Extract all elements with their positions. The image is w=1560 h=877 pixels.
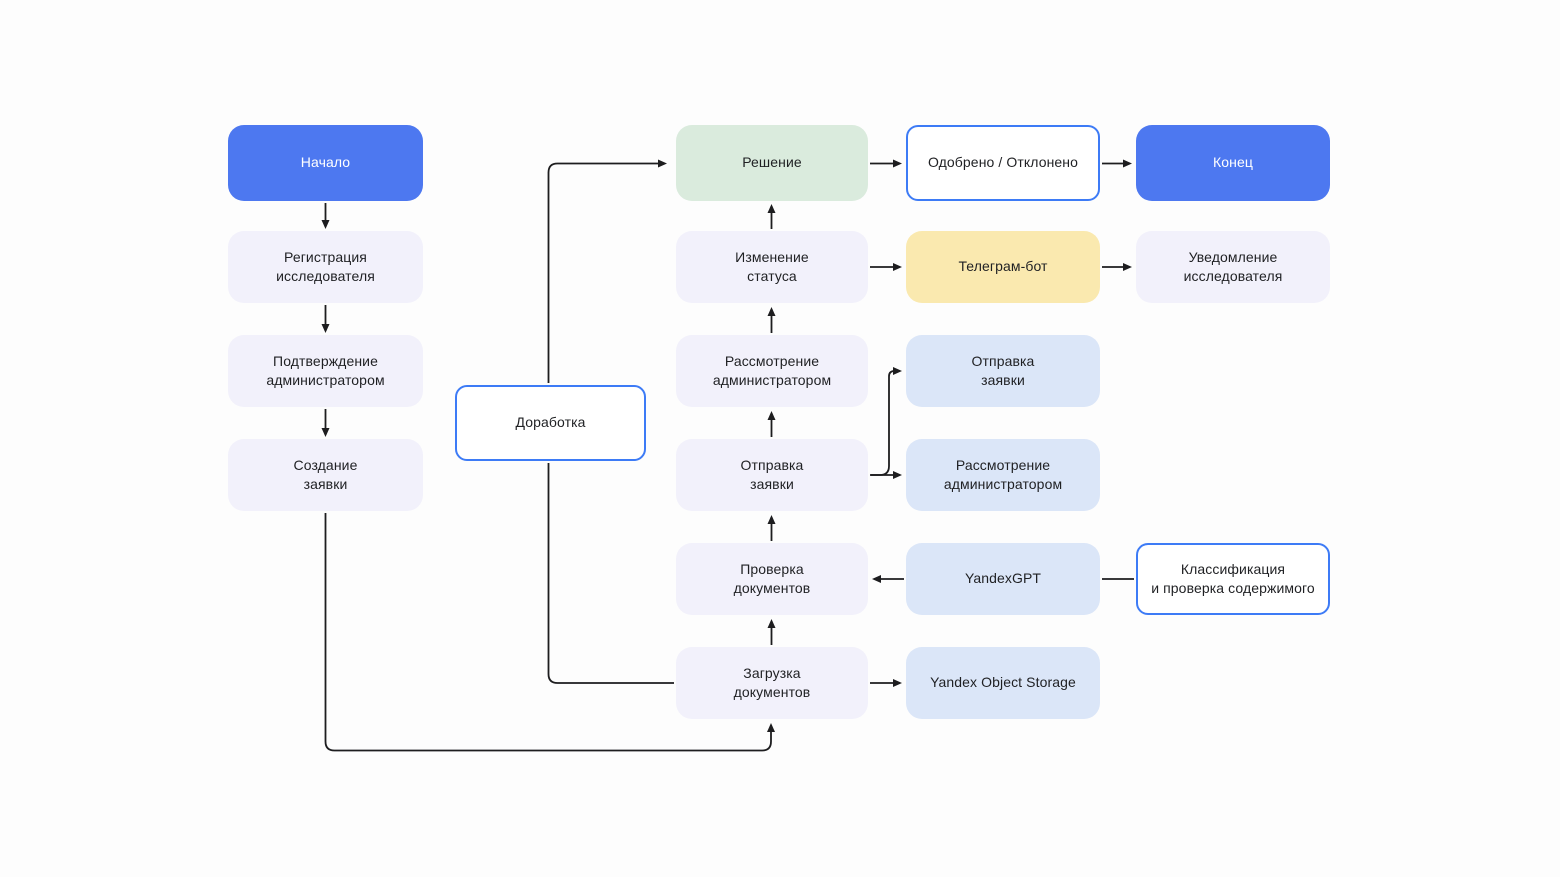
- node-izmenenie-statusa: Изменение статуса: [676, 231, 868, 303]
- edge-zagruzka-to-dorabotka: [547, 463, 674, 684]
- node-label: Отправка заявки: [971, 352, 1035, 388]
- node-registratsiya-issledovatelya: Регистрация исследователя: [228, 231, 423, 303]
- node-sozdanie-zayavki: Создание заявки: [228, 439, 423, 511]
- node-label: Рассмотрение администратором: [943, 456, 1063, 492]
- node-label: Телеграм-бот: [958, 258, 1048, 275]
- node-label: Регистрация исследователя: [276, 248, 375, 284]
- node-label: Начало: [300, 154, 351, 171]
- node-label: Yandex Object Storage: [930, 674, 1076, 691]
- node-klassifikatsiya-i-proverka: Классификация и проверка содержимого: [1136, 543, 1330, 615]
- node-label: Изменение статуса: [735, 248, 809, 284]
- node-label: Решение: [742, 154, 802, 171]
- node-zagruzka-dokumentov: Загрузка документов: [676, 647, 868, 719]
- node-yandex-object-storage: Yandex Object Storage: [906, 647, 1100, 719]
- node-rassmotrenie-administratorom: Рассмотрение администратором: [676, 335, 868, 407]
- node-label: Рассмотрение администратором: [712, 352, 832, 388]
- node-label: Создание заявки: [293, 456, 358, 492]
- node-label: Доработка: [515, 414, 586, 431]
- node-proverka-dokumentov: Проверка документов: [676, 543, 868, 615]
- node-label: Отправка заявки: [740, 456, 804, 492]
- edge-otpravka-to-otpravka-status: [871, 367, 902, 476]
- node-label: Подтверждение администратором: [266, 352, 385, 388]
- edge-dorabotka-to-reshenie: [547, 159, 667, 383]
- node-rassmotrenie-administratorom-status: Рассмотрение администратором: [906, 439, 1100, 511]
- node-label: YandexGPT: [964, 570, 1042, 587]
- node-otpravka-zayavki-status: Отправка заявки: [906, 335, 1100, 407]
- node-label: Загрузка документов: [733, 664, 811, 700]
- node-telegram-bot: Телеграм-бот: [906, 231, 1100, 303]
- node-nachalo: Начало: [228, 125, 423, 201]
- node-label: Одобрено / Отклонено: [927, 154, 1079, 171]
- node-yandexgpt: YandexGPT: [906, 543, 1100, 615]
- node-konets: Конец: [1136, 125, 1330, 201]
- node-label: Уведомление исследователя: [1183, 248, 1283, 284]
- node-label: Проверка документов: [733, 560, 811, 596]
- node-otpravka-zayavki: Отправка заявки: [676, 439, 868, 511]
- node-odobreno-otkloneno: Одобрено / Отклонено: [906, 125, 1100, 201]
- node-label: Классификация и проверка содержимого: [1151, 560, 1315, 596]
- node-label: Конец: [1213, 154, 1253, 171]
- node-podtverzhdenie-administratorom: Подтверждение администратором: [228, 335, 423, 407]
- node-dorabotka: Доработка: [455, 385, 646, 461]
- node-uvedomlenie-issledovatelya: Уведомление исследователя: [1136, 231, 1330, 303]
- node-reshenie: Решение: [676, 125, 868, 201]
